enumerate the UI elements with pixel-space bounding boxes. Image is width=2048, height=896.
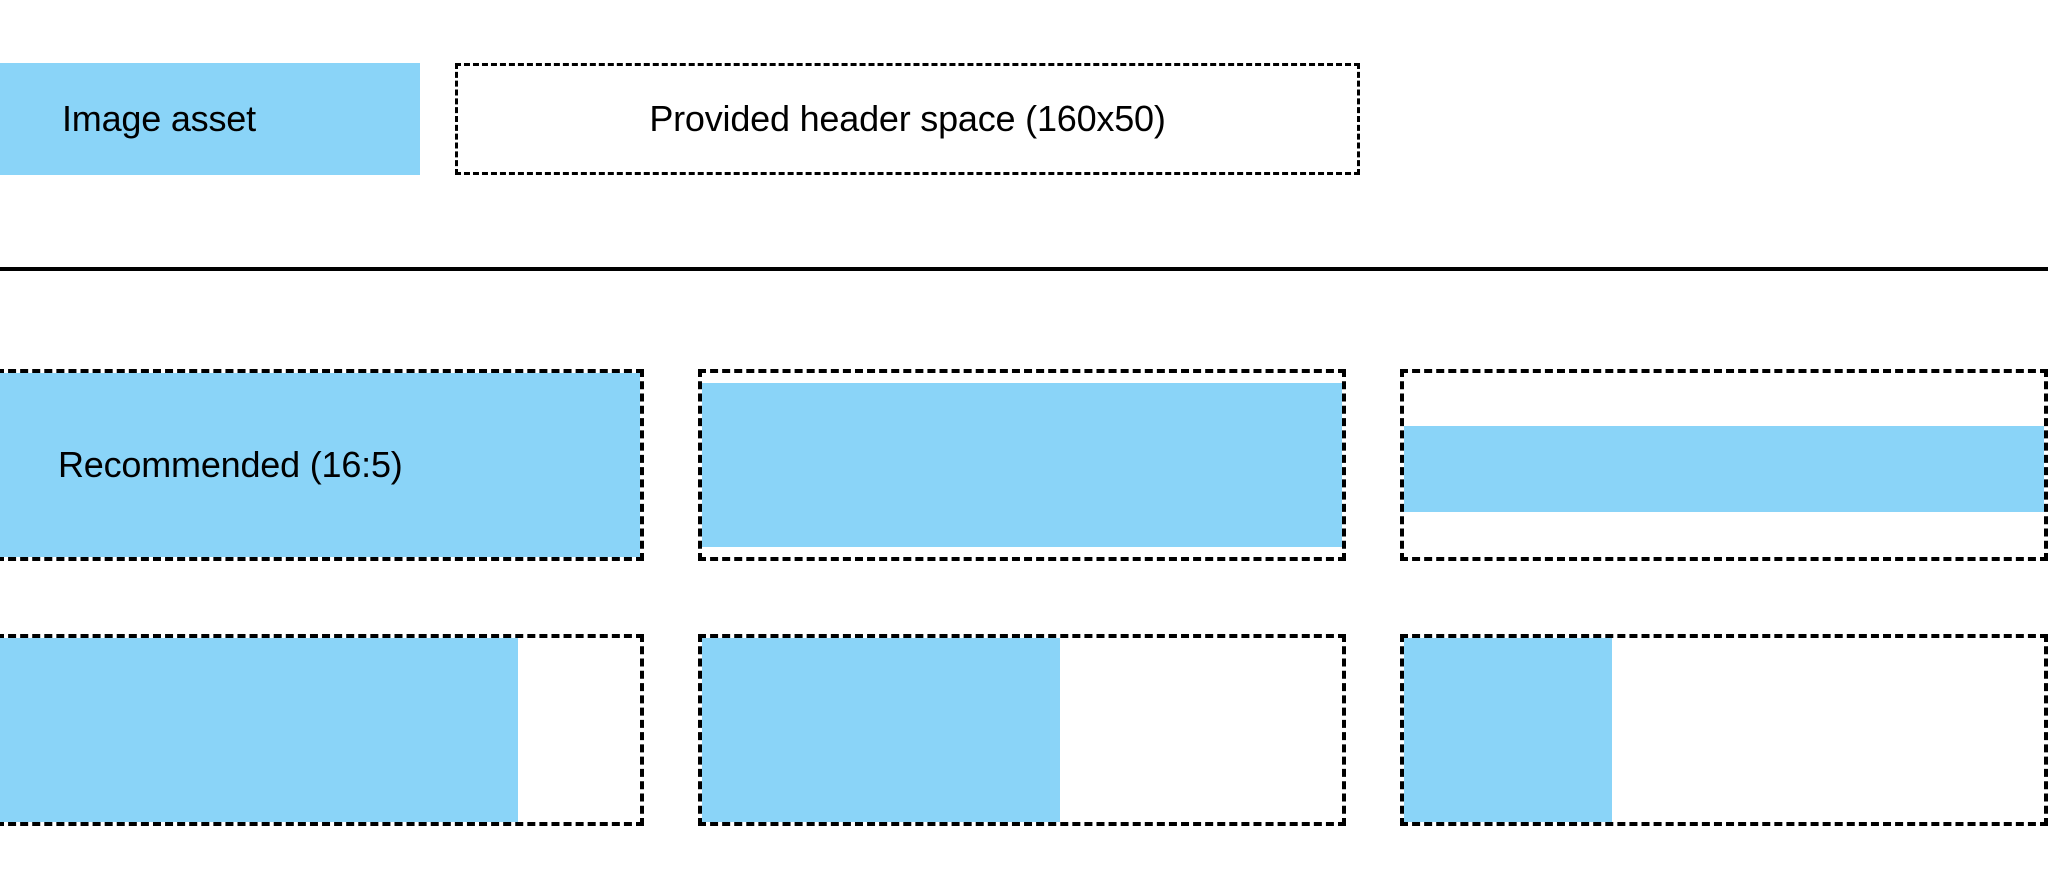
image-asset-label: Image asset bbox=[62, 98, 256, 139]
ratio-card-left-aligned-narrow bbox=[1400, 634, 2048, 826]
ratio-card-centered-band bbox=[1400, 369, 2048, 561]
section-divider bbox=[0, 267, 2048, 271]
ratio-card-left-aligned-wide bbox=[0, 634, 644, 826]
ratio-fill-left-narrow bbox=[1404, 638, 1612, 822]
ratio-fill-left-wide bbox=[0, 638, 519, 822]
ratio-row-a: Recommended (16:5) bbox=[0, 369, 2048, 561]
ratio-row-b bbox=[0, 634, 2048, 826]
provided-header-space-label: Provided header space (160x50) bbox=[649, 98, 1166, 139]
image-asset-swatch: Image asset bbox=[0, 63, 420, 175]
ratio-card-inset-vertical bbox=[698, 369, 1346, 561]
header-row: Image asset Provided header space (160x5… bbox=[0, 63, 2048, 175]
provided-header-space-box: Provided header space (160x50) bbox=[455, 63, 1360, 175]
ratio-card-label: Recommended (16:5) bbox=[58, 444, 403, 485]
ratio-fill-centered-band bbox=[1404, 426, 2044, 512]
ratio-fill-inset-vertical bbox=[702, 383, 1342, 547]
ratio-fill-full bbox=[0, 373, 640, 557]
ratio-fill-left-medium bbox=[702, 638, 1061, 822]
ratio-card-left-aligned-medium bbox=[698, 634, 1346, 826]
ratio-card-recommended-16-5: Recommended (16:5) bbox=[0, 369, 644, 561]
